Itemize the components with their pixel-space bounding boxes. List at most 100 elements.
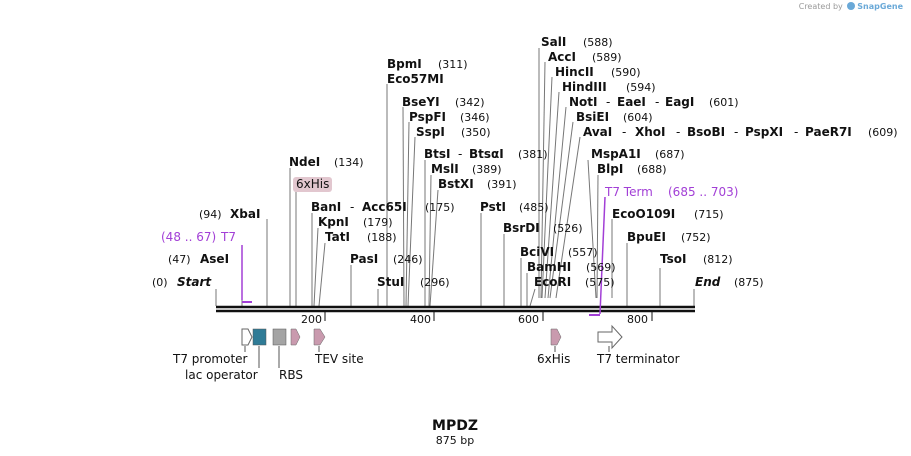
enzyme-position: (688)	[637, 163, 667, 176]
enzyme-name[interactable]: MspA1I	[591, 147, 641, 161]
sequence-length: 875 bp	[436, 434, 474, 447]
enzyme-name[interactable]: BpuEI	[627, 230, 666, 244]
enzyme-name[interactable]: BsiEI	[576, 110, 609, 124]
label-dash: -	[458, 147, 462, 161]
enzyme-position: (604)	[623, 111, 653, 124]
label-dash: -	[676, 125, 680, 139]
his-tag-callout[interactable]: 6xHis	[293, 177, 332, 192]
enzyme-position: (588)	[583, 36, 613, 49]
enzyme-name[interactable]: TatI	[325, 230, 350, 244]
enzyme-name[interactable]: BsoBI	[687, 125, 725, 139]
enzyme-name[interactable]: BtsαI	[469, 147, 504, 161]
enzyme-name[interactable]: TsoI	[660, 252, 686, 266]
primer-t7-term-name: T7 Term	[604, 185, 653, 199]
label-dash: -	[655, 95, 659, 109]
enzyme-name[interactable]: BlpI	[597, 162, 623, 176]
lac-operator-box-icon[interactable]	[252, 328, 267, 346]
enzyme-name[interactable]: BciVI	[520, 245, 554, 259]
enzyme-name[interactable]: KpnI	[318, 215, 349, 229]
enzyme-position: (389)	[472, 163, 502, 176]
enzyme-position: (575)	[585, 276, 615, 289]
enzyme-position: (589)	[592, 51, 622, 64]
enzyme-name[interactable]: XbaI	[230, 207, 260, 221]
tev-site-arrow-icon[interactable]	[313, 328, 326, 346]
enzyme-position: (179)	[363, 216, 393, 229]
enzyme-name[interactable]: SspI	[416, 125, 445, 139]
end-label: End	[695, 275, 721, 289]
feature-label-rbs: RBS	[279, 368, 303, 382]
label-dash: -	[350, 200, 354, 214]
enzyme-name[interactable]: BstXI	[438, 177, 474, 191]
enzyme-name[interactable]: AccI	[548, 50, 576, 64]
enzyme-position: (752)	[681, 231, 711, 244]
enzyme-name[interactable]: EaeI	[617, 95, 646, 109]
t7-terminator-arrow-icon[interactable]	[597, 324, 623, 350]
enzyme-name[interactable]: MslI	[431, 162, 459, 176]
enzyme-name[interactable]: PasI	[350, 252, 378, 266]
enzyme-position: (296)	[420, 276, 450, 289]
enzyme-name[interactable]: AvaI	[583, 125, 612, 139]
his-tag-label: 6xHis	[296, 177, 329, 191]
enzyme-name[interactable]: PspFI	[409, 110, 446, 124]
enzyme-name[interactable]: BpmI	[387, 57, 422, 71]
feature-label-tev-site: TEV site	[314, 352, 364, 366]
enzyme-name[interactable]: XhoI	[635, 125, 666, 139]
label-dash: -	[794, 125, 798, 139]
his-tag-arrow-icon[interactable]	[290, 328, 301, 346]
enzyme-position: (342)	[455, 96, 485, 109]
enzyme-name[interactable]: PaeR7I	[805, 125, 852, 139]
primer-t7-name: T7	[220, 230, 236, 244]
enzyme-name[interactable]: SalI	[541, 35, 566, 49]
enzyme-name[interactable]: BamHI	[527, 260, 571, 274]
label-dash: -	[606, 95, 610, 109]
enzyme-name[interactable]: NotI	[569, 95, 598, 109]
enzyme-position: (526)	[553, 222, 583, 235]
enzyme-name[interactable]: StuI	[377, 275, 404, 289]
primer-t7-term[interactable]: T7 Term (685 .. 703)	[589, 185, 738, 316]
label-dash: -	[622, 125, 626, 139]
snapgene-credit: Created by SnapGene	[799, 2, 903, 11]
enzyme-name[interactable]: NdeI	[289, 155, 320, 169]
axis-tick-label: 200	[301, 313, 322, 326]
cut-lines	[215, 48, 695, 307]
enzyme-position: (47)	[168, 253, 191, 266]
enzyme-position: (346)	[460, 111, 490, 124]
primer-t7-term-range: (685 .. 703)	[668, 185, 738, 199]
axis-tick-label: 800	[627, 313, 648, 326]
feature-label-6xhis: 6xHis	[537, 352, 570, 366]
enzyme-position: (609)	[868, 126, 898, 139]
enzyme-name[interactable]: EcoO109I	[612, 207, 675, 221]
enzyme-name[interactable]: AseI	[200, 252, 229, 266]
enzyme-name[interactable]: BseYI	[402, 95, 440, 109]
enzyme-name[interactable]: Acc65I	[362, 200, 407, 214]
start-position: (0)	[152, 276, 168, 289]
enzyme-position: (188)	[367, 231, 397, 244]
axis-tick-label: 600	[518, 313, 539, 326]
enzyme-name[interactable]: EagI	[665, 95, 694, 109]
enzyme-position: (381)	[518, 148, 548, 161]
start-label: Start	[177, 275, 212, 289]
feature-glyphs	[241, 324, 623, 350]
enzyme-name[interactable]: HindIII	[562, 80, 607, 94]
enzyme-position: (350)	[461, 126, 491, 139]
rbs-box-icon[interactable]	[272, 328, 287, 346]
enzyme-name[interactable]: BsrDI	[503, 221, 540, 235]
enzyme-position: (134)	[334, 156, 364, 169]
t7-promoter-arrow-icon[interactable]	[241, 328, 253, 346]
enzyme-name[interactable]: BanI	[311, 200, 341, 214]
enzyme-position: (391)	[487, 178, 517, 191]
primer-t7[interactable]: (48 .. 67) T7	[161, 230, 252, 303]
label-dash: -	[734, 125, 738, 139]
enzyme-name[interactable]: EcoRI	[534, 275, 571, 289]
enzyme-name[interactable]: PspXI	[745, 125, 783, 139]
enzyme-name[interactable]: HincII	[555, 65, 594, 79]
enzyme-position: (601)	[709, 96, 739, 109]
feature-label-t7-terminator: T7 terminator	[596, 352, 680, 366]
enzyme-name[interactable]: PstI	[480, 200, 506, 214]
enzyme-name[interactable]: Eco57MI	[387, 72, 444, 86]
enzyme-name[interactable]: BtsI	[424, 147, 451, 161]
his-tag-arrow-icon[interactable]	[550, 328, 562, 346]
sequence-title: MPDZ	[432, 418, 478, 434]
enzyme-position: (94)	[199, 208, 222, 221]
